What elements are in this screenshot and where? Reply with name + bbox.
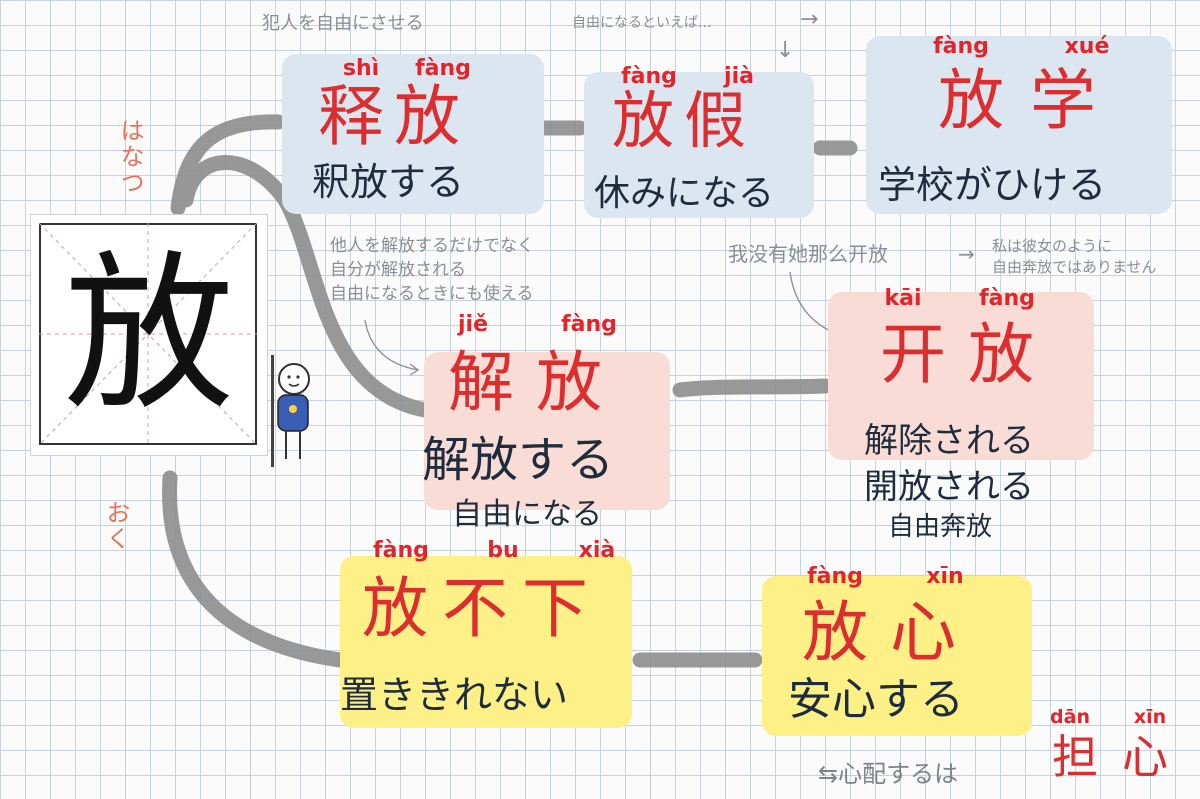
pinyin-kaifang-2: fàng xyxy=(979,286,1035,311)
meaning-fangjia: 休みになる xyxy=(594,173,775,214)
word-card-fangbuxia xyxy=(340,556,632,728)
pinyin-fangbuxia-3: xià xyxy=(578,538,616,563)
hanzi-fangjia: 放假 xyxy=(612,84,757,157)
note-speaking-of-free: 自由になるといえば... xyxy=(572,15,712,31)
connector-lower-branch xyxy=(162,470,348,668)
meaning-jiefang-sub: 自由になる xyxy=(452,497,602,532)
meaning-shifang: 釈放する xyxy=(312,160,465,204)
pinyin-fangbuxia-2: bu xyxy=(487,538,519,563)
pinyin-fangxue-2: xué xyxy=(1064,34,1110,59)
word-card-jiefang xyxy=(424,352,670,510)
hanzi-kaifang: 开放 xyxy=(880,316,1056,393)
meaning-kaifang-1: 解除される xyxy=(864,421,1034,461)
pinyin-kaifang-1: kāi xyxy=(884,286,922,311)
note-kaifang-example-cn: 我没有她那么开放 xyxy=(728,242,888,266)
pinyin-fangxin-1: fàng xyxy=(807,564,863,589)
hanzi-shifang: 释放 xyxy=(318,78,470,155)
word-card-kaifang xyxy=(828,292,1094,460)
pinyin-fangxin-2: xīn xyxy=(926,564,964,589)
hanzi-danxin: 担心 xyxy=(1052,730,1192,784)
meaning-fangxue: 学校がひける xyxy=(878,163,1107,207)
hanzi-fangxue: 放学 xyxy=(938,62,1122,139)
hanzi-fangbuxia: 放不下 xyxy=(362,570,602,647)
connector-to-jiefang xyxy=(178,155,433,418)
pinyin-danxin-2: xīn xyxy=(1133,706,1167,728)
note-criminal: 犯人を自由にさせる xyxy=(262,13,424,34)
pinyin-shifang-1: shì xyxy=(342,56,380,81)
pinyin-jiefang-1: jiě xyxy=(457,312,488,337)
hanzi-fangxin: 放心 xyxy=(802,594,978,671)
pinyin-shifang-2: fàng xyxy=(415,56,471,81)
meaning-jiefang: 解放する xyxy=(422,432,615,488)
note-arrow-down: ↓ xyxy=(776,38,795,63)
pinyin-fangbuxia-1: fàng xyxy=(373,538,429,563)
connector-jiefang-kaifang xyxy=(672,378,833,398)
word-card-fangxue xyxy=(866,36,1172,214)
note-arrow-jiefang xyxy=(364,319,419,371)
word-card-fangxin xyxy=(762,576,1032,736)
reading-hanatsu: はなつ xyxy=(116,118,144,196)
meaning-fangbuxia: 置ききれない xyxy=(340,673,569,717)
pinyin-jiefang-2: fàng xyxy=(561,312,617,337)
peeking-mascot xyxy=(271,355,310,467)
pinyin-danxin-1: dān xyxy=(1050,706,1090,728)
main-character: 放 xyxy=(63,236,234,434)
note-kaifang-example-arrow: → xyxy=(958,242,975,266)
pinyin-fangxue-1: fàng xyxy=(933,34,989,59)
hanzi-jiefang: 解放 xyxy=(448,344,624,421)
word-card-shifang xyxy=(282,54,544,214)
note-arrow-right: → xyxy=(800,7,819,32)
reading-oku: おく xyxy=(102,500,130,552)
pinyin-fangjia-2: jià xyxy=(724,64,754,89)
main-character-card: 放 xyxy=(30,214,268,456)
pinyin-fangjia-1: fàng xyxy=(621,64,677,89)
note-danxin-prefix: ⇆心配するは xyxy=(818,760,959,788)
meaning-kaifang-3: 自由奔放 xyxy=(888,512,993,542)
character-guides xyxy=(39,223,257,445)
meaning-kaifang-2: 開放される xyxy=(864,467,1034,507)
word-card-fangjia xyxy=(584,72,814,218)
meaning-fangxin: 安心する xyxy=(788,674,964,725)
